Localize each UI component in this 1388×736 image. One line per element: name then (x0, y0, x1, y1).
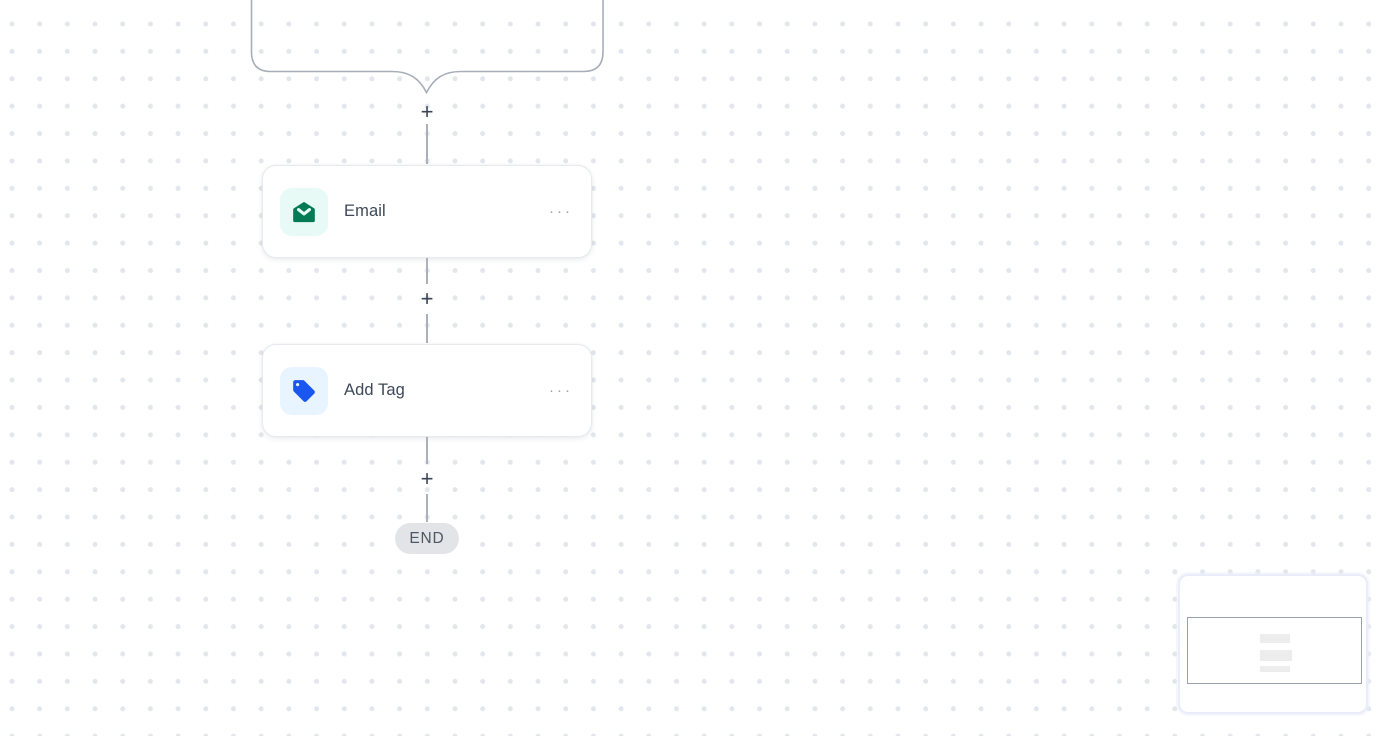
minimap-node-bar (1260, 634, 1290, 643)
node-menu-button[interactable]: ··· (549, 382, 573, 399)
email-icon (280, 187, 328, 236)
node-add-tag[interactable]: Add Tag ··· (262, 344, 592, 437)
node-menu-button[interactable]: ··· (549, 203, 573, 220)
minimap-node-bar (1260, 650, 1292, 661)
add-step-button[interactable]: + (420, 99, 434, 124)
add-step-button[interactable]: + (420, 286, 434, 311)
connector-line (426, 124, 428, 164)
connector-line (426, 437, 428, 464)
minimap[interactable] (1178, 574, 1368, 714)
minimap-viewport[interactable] (1187, 617, 1362, 684)
node-email[interactable]: Email ··· (262, 165, 592, 258)
end-badge: END (395, 523, 459, 554)
connector-line (426, 494, 428, 522)
add-step-button[interactable]: + (420, 466, 434, 491)
node-label: Email (344, 202, 386, 220)
node-label: Add Tag (344, 381, 405, 399)
tag-icon (280, 366, 328, 415)
connector-line (426, 258, 428, 284)
connector-line (426, 314, 428, 343)
minimap-node-bar (1260, 666, 1290, 672)
